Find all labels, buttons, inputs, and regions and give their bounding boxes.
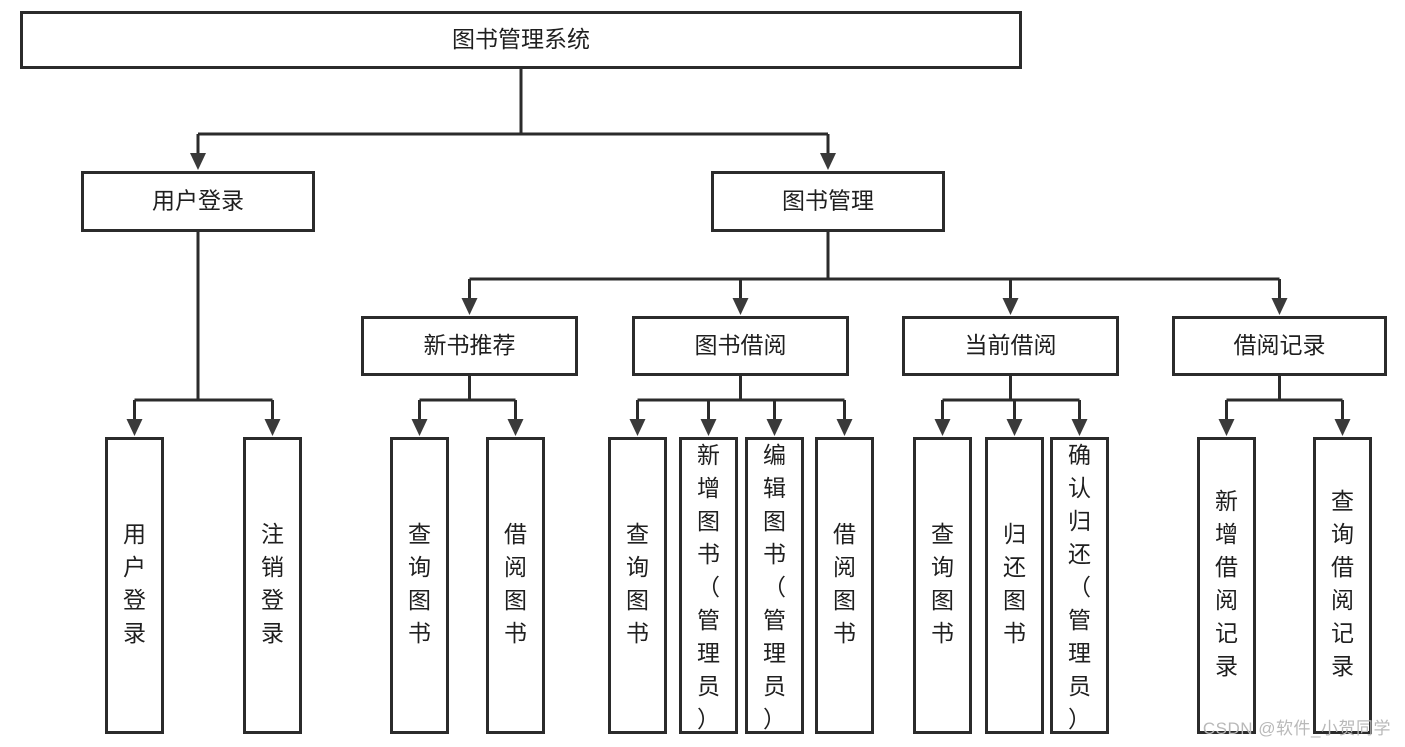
node-leaf_cb_query[interactable]: 查询图书: [913, 437, 972, 734]
node-box: [486, 437, 545, 734]
node-label: 查询借阅记录: [1331, 488, 1354, 679]
node-box: [81, 171, 315, 232]
node-box: [711, 171, 945, 232]
arrow-head-icon: [700, 419, 717, 436]
node-box: [1172, 316, 1387, 376]
node-box: [1197, 437, 1256, 734]
node-box: [390, 437, 449, 734]
node-box: [1313, 437, 1372, 734]
csdn-watermark: CSDN @软件_小贺同学: [1202, 719, 1391, 738]
node-leaf_bb_query[interactable]: 查询图书: [608, 437, 667, 734]
node-label: 用户登录: [123, 521, 146, 646]
arrow-head-icon: [1006, 419, 1023, 436]
node-leaf_bb_edit[interactable]: 编辑图书（管理员）: [745, 437, 804, 734]
arrow-head-icon: [934, 419, 951, 436]
node-box: [105, 437, 164, 734]
connector-layer: [126, 69, 1351, 436]
node-label: 图书管理系统: [452, 26, 590, 52]
node-box: [913, 437, 972, 734]
node-leaf_cb_return[interactable]: 归还图书: [985, 437, 1044, 734]
arrow-head-icon: [820, 153, 836, 170]
arrow-head-icon: [836, 419, 853, 436]
node-box: [243, 437, 302, 734]
node-box: [745, 437, 804, 734]
arrow-head-icon: [766, 419, 783, 436]
arrow-head-icon: [1334, 419, 1351, 436]
arrow-head-icon: [1071, 419, 1088, 436]
node-label: 当前借阅: [965, 332, 1057, 358]
node-leaf_br_add[interactable]: 新增借阅记录: [1197, 437, 1256, 734]
node-label: 查询图书: [408, 521, 431, 646]
arrow-head-icon: [1002, 298, 1019, 315]
node-box: [815, 437, 874, 734]
arrow-head-icon: [507, 419, 524, 436]
node-leaf_rec_query[interactable]: 查询图书: [390, 437, 449, 734]
node-box: [902, 316, 1119, 376]
node-label: 查询图书: [931, 521, 954, 646]
node-leaf_rec_borrow[interactable]: 借阅图书: [486, 437, 545, 734]
node-label: 图书借阅: [695, 332, 787, 358]
node-book_borrow[interactable]: 图书借阅: [632, 316, 849, 376]
node-box: [608, 437, 667, 734]
node-root[interactable]: 图书管理系统: [20, 11, 1022, 69]
node-cur_borrow[interactable]: 当前借阅: [902, 316, 1119, 376]
node-leaf_cb_confirm[interactable]: 确认归还（管理员）: [1050, 437, 1109, 734]
arrow-head-icon: [190, 153, 206, 170]
node-leaf_bb_add[interactable]: 新增图书（管理员）: [679, 437, 738, 734]
node-box: [1050, 437, 1109, 734]
node-user_login[interactable]: 用户登录: [81, 171, 315, 232]
node-label: 借阅图书: [504, 521, 527, 646]
node-label: 用户登录: [152, 188, 244, 214]
arrow-head-icon: [629, 419, 646, 436]
node-leaf_user_login[interactable]: 用户登录: [105, 437, 164, 734]
node-label: 注销登录: [261, 521, 284, 646]
node-box: [632, 316, 849, 376]
node-borrow_record[interactable]: 借阅记录: [1172, 316, 1387, 376]
node-leaf_user_logout[interactable]: 注销登录: [243, 437, 302, 734]
arrow-head-icon: [411, 419, 428, 436]
arrow-head-icon: [732, 298, 749, 315]
node-box: [361, 316, 578, 376]
node-book_manage[interactable]: 图书管理: [711, 171, 945, 232]
node-box: [20, 11, 1022, 69]
arrow-head-icon: [264, 419, 281, 436]
node-label: 新增借阅记录: [1215, 488, 1238, 679]
node-box: [985, 437, 1044, 734]
node-label: 新增图书（管理员）: [697, 442, 720, 732]
arrow-head-icon: [1271, 298, 1288, 315]
arrow-head-icon: [461, 298, 478, 315]
node-label: 图书管理: [782, 188, 874, 214]
node-leaf_bb_borrow[interactable]: 借阅图书: [815, 437, 874, 734]
node-label: 借阅图书: [833, 521, 856, 646]
node-leaf_br_query[interactable]: 查询借阅记录: [1313, 437, 1372, 734]
node-layer: 图书管理系统用户登录图书管理新书推荐图书借阅当前借阅借阅记录用户登录注销登录查询…: [20, 11, 1387, 734]
arrow-head-icon: [1218, 419, 1235, 436]
node-label: 借阅记录: [1234, 332, 1326, 358]
node-label: 编辑图书（管理员）: [763, 442, 786, 732]
node-box: [679, 437, 738, 734]
node-label: 归还图书: [1003, 521, 1026, 646]
node-label: 新书推荐: [424, 332, 516, 358]
node-new_book_rec[interactable]: 新书推荐: [361, 316, 578, 376]
arrow-head-icon: [126, 419, 143, 436]
node-label: 查询图书: [626, 521, 649, 646]
node-label: 确认归还（管理员）: [1068, 442, 1091, 732]
